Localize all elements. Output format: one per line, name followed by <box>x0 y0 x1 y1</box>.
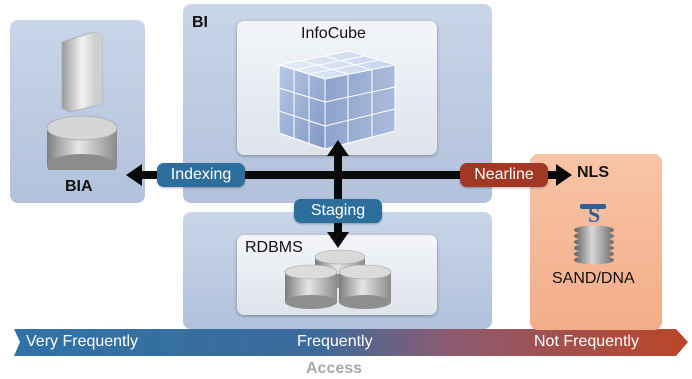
not-frequently-label: Not Frequently <box>534 333 639 350</box>
database-cylinders-icon <box>284 249 392 309</box>
bi-label: BI <box>192 14 208 31</box>
rdbms-panel: RDBMS <box>183 212 492 329</box>
arrow-down-to-rdbms <box>327 232 349 248</box>
infocube-label: InfoCube <box>301 25 366 42</box>
sand-dna-stack-icon: S <box>574 202 614 265</box>
rdbms-box: RDBMS <box>237 235 437 315</box>
nearline-pill: Nearline <box>460 163 548 187</box>
very-frequently-label: Very Frequently <box>26 333 139 350</box>
indexing-pill: Indexing <box>157 163 245 187</box>
nls-label: NLS <box>577 164 609 181</box>
arrow-left-to-bia <box>126 164 142 186</box>
rdbms-label: RDBMS <box>245 239 303 256</box>
bia-label: BIA <box>65 178 93 195</box>
bia-panel: BIA <box>10 20 145 203</box>
arrow-right-to-nls <box>556 164 572 186</box>
bia-server-icon <box>46 31 118 170</box>
frequently-label: Frequently <box>297 333 373 350</box>
sand-dna-label: SAND/DNA <box>552 270 635 287</box>
arrow-up-to-infocube <box>327 140 349 156</box>
access-axis-label: Access <box>306 360 363 377</box>
infocube-icon <box>278 50 396 150</box>
nls-panel: NLS S SAND/DNA <box>530 154 662 330</box>
staging-pill: Staging <box>294 199 382 223</box>
infocube-box: InfoCube <box>237 21 437 155</box>
